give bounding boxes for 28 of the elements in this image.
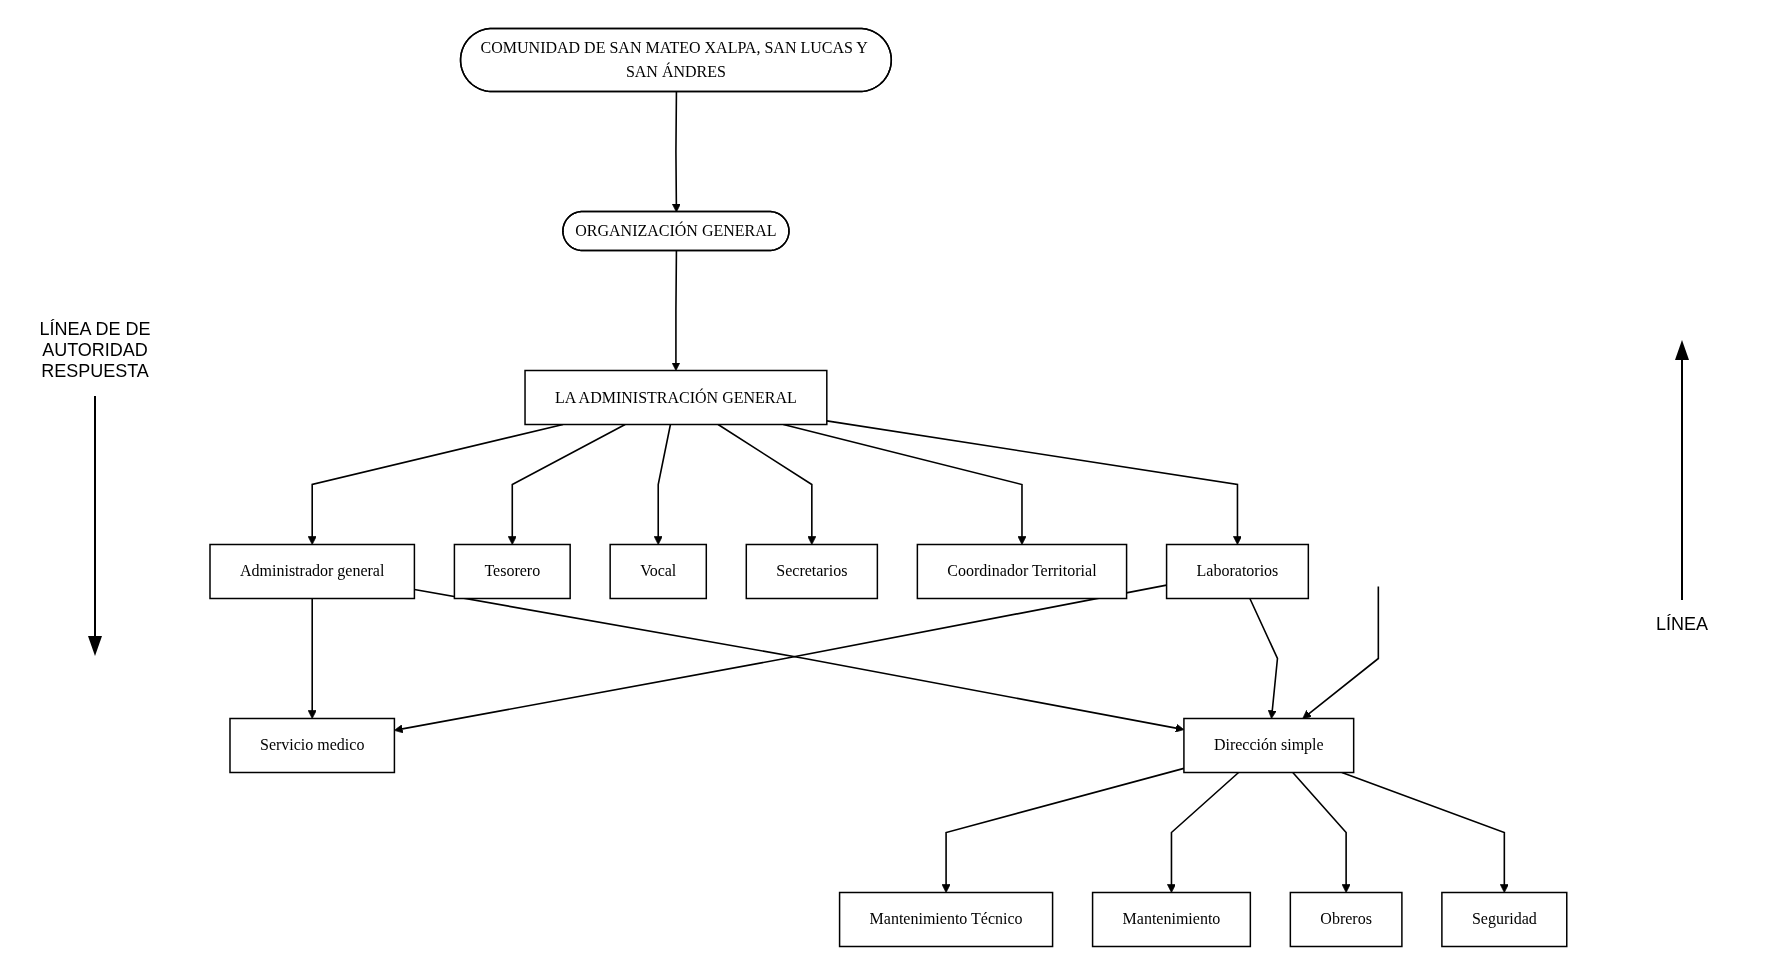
arrow [307,597,317,719]
axis-label: LÍNEA [1656,614,1708,635]
arrow [1302,585,1380,719]
node-box: Coordinador Territorial [916,543,1128,600]
node-box: Seguridad [1441,891,1568,948]
node-box: Tesorero [453,543,571,600]
node-box: Mantenimiento [1091,891,1252,948]
node-box: Secretarios [745,543,879,600]
arrow [1167,771,1240,893]
arrow [941,767,1185,893]
node-box: Vocal [609,543,708,600]
node-box: LA ADMINISTRACIÓN GENERAL [524,369,828,426]
node-box: Administrador general [209,543,416,600]
node-box: Mantenimiento Técnico [838,891,1054,948]
arrow [653,423,672,545]
arrow [1341,771,1509,893]
arrow [1249,597,1279,719]
arrow [671,250,681,371]
arrow [826,420,1242,545]
arrow [672,91,681,213]
node-box: Laboratorios [1165,543,1310,600]
axis-label: LÍNEA DE DE AUTORIDAD RESPUESTA [38,319,152,382]
arrow [508,423,627,545]
node-box: Servicio medico [229,717,396,774]
arrow [717,423,817,545]
arrow [1292,771,1351,893]
node-box: Dirección simple [1183,717,1355,774]
node-box: Obreros [1289,891,1403,948]
